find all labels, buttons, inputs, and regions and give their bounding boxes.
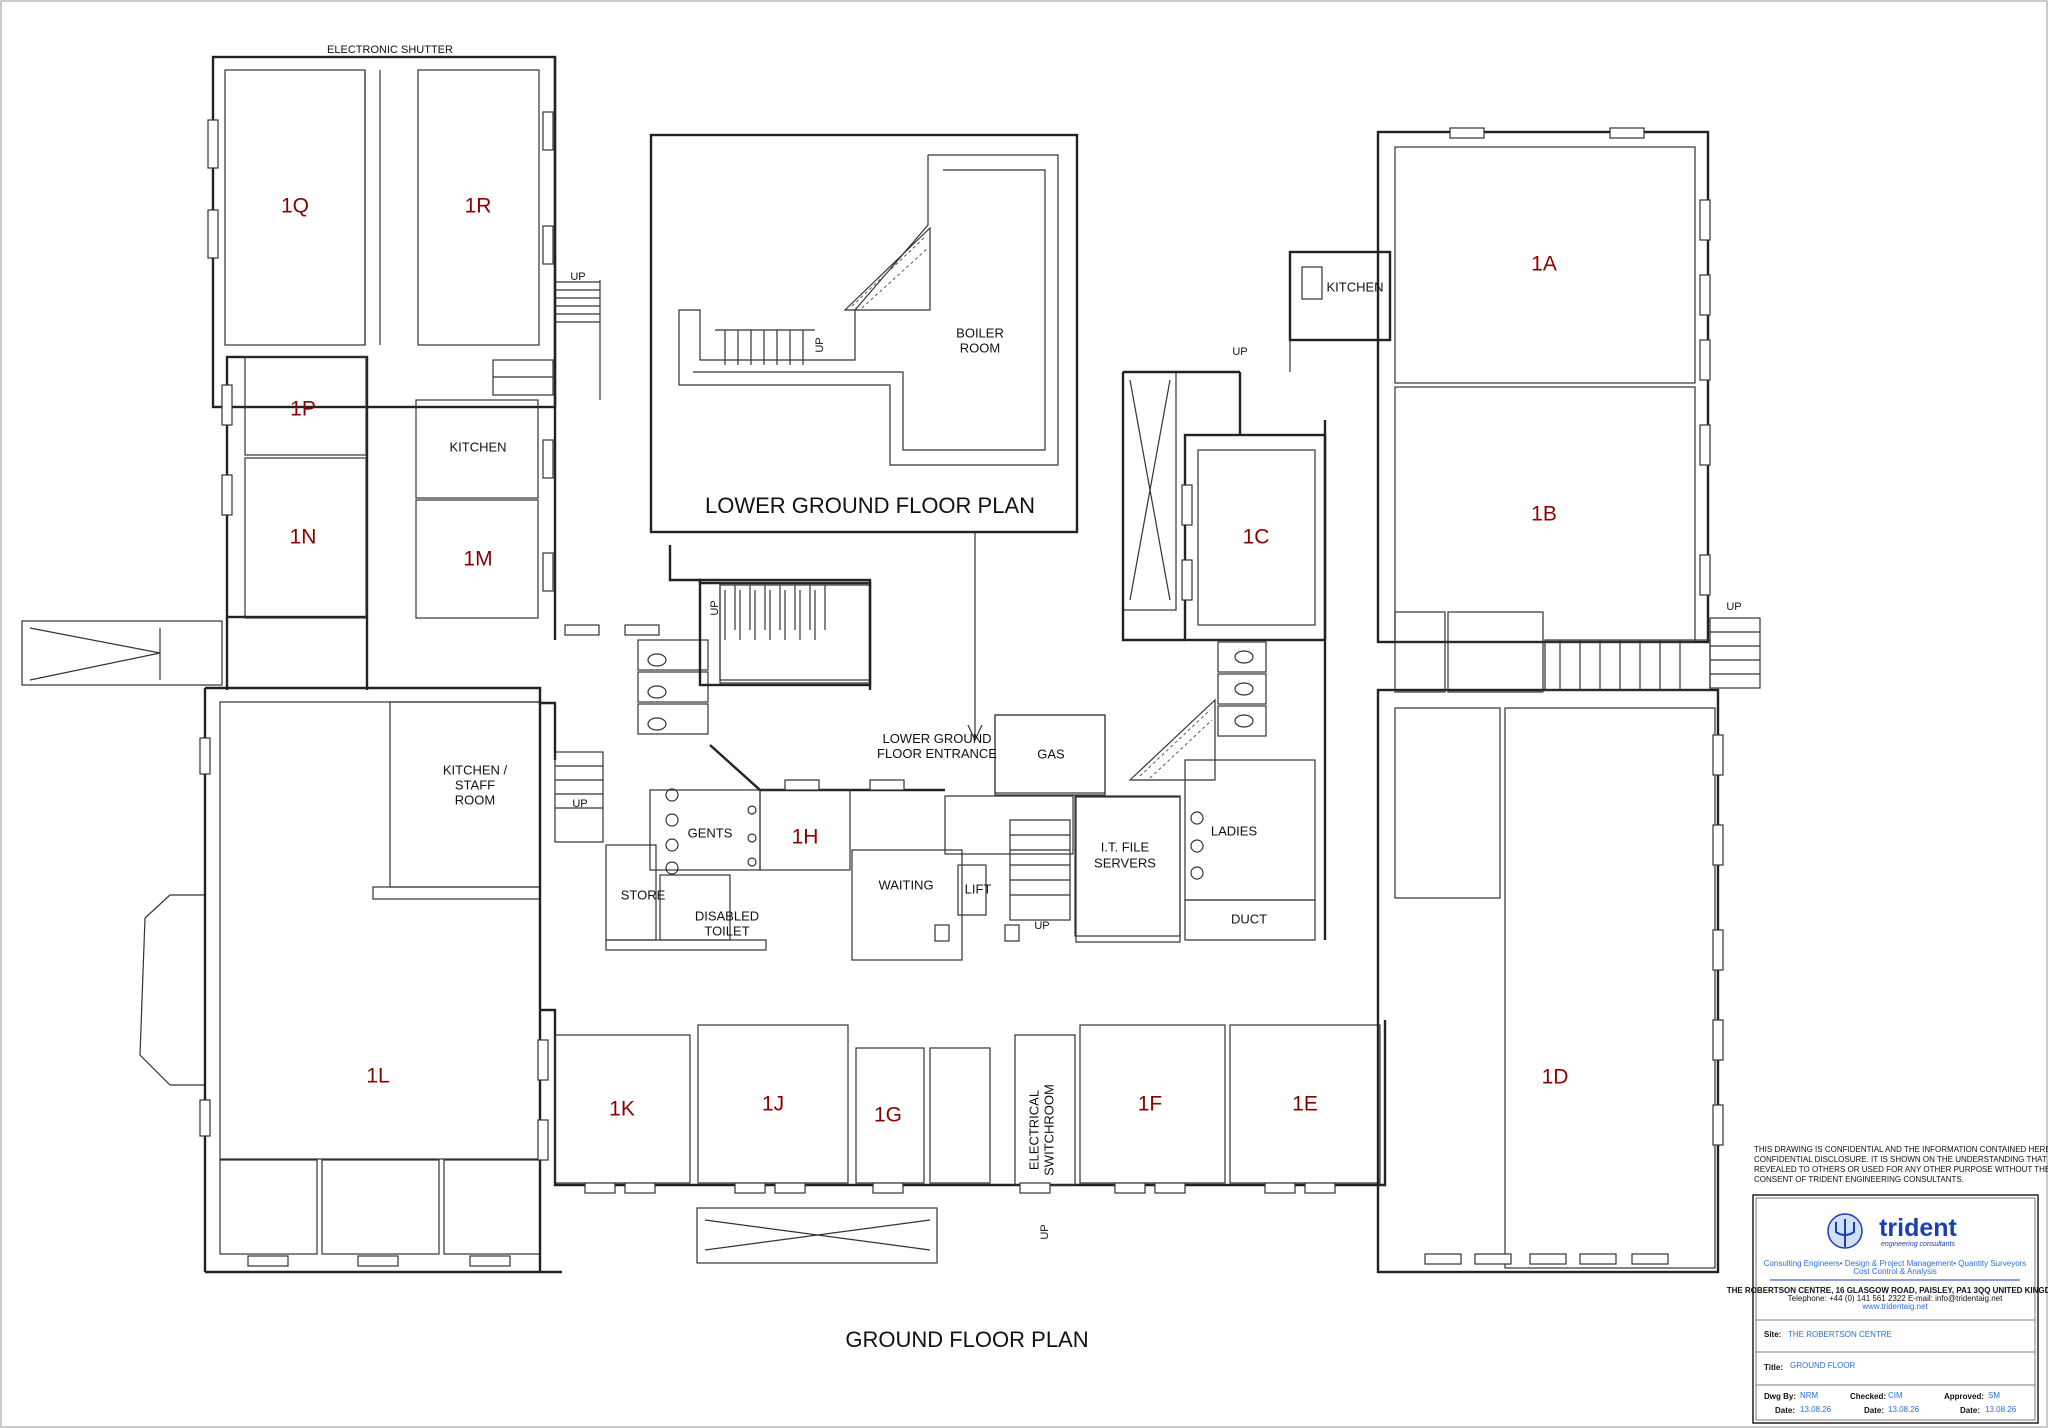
room-labels: 1Q 1R 1P 1N 1M 1A 1B 1C 1D 1E 1F 1G 1H 1… [281,195,1568,1127]
room-1h: 1H [792,826,819,849]
trident-fork-icon [1835,1219,1855,1247]
notice-line-4: CONSENT OF TRIDENT ENGINEERING CONSULTAN… [1754,1175,1964,1184]
plan-title: GROUND FLOOR PLAN [845,1327,1088,1352]
notice-line-3: REVEALED TO OTHERS OR USED FOR ANY OTHER… [1754,1165,2048,1174]
up-label-3: UP [1232,346,1247,358]
kitchen-label: KITCHEN [449,439,506,454]
room-1a: 1A [1531,253,1557,276]
up-label-7: UP [709,600,721,615]
lift-label: LIFT [965,881,992,896]
it-servers-label-1: I.T. FILE [1101,839,1150,854]
date-value-3: 13.08.26 [1985,1405,2017,1414]
services-line-2: Cost Control & Analysis [1853,1267,1937,1276]
date-value-1: 13.08.26 [1800,1405,1832,1414]
room-1m: 1M [463,548,492,571]
room-1p: 1P [290,398,316,421]
up-label-6: UP [814,337,826,352]
room-1n: 1N [290,526,317,549]
company-web: www.tridentaig.net [1861,1302,1928,1311]
inset-title: LOWER GROUND FLOOR PLAN [705,493,1035,518]
boiler-room-label-1: BOILER [956,325,1004,340]
up-label-8: UP [1039,1224,1051,1239]
company-contact: Telephone: +44 (0) 141 561 2322 E-mail: … [1788,1294,2003,1303]
room-1k: 1K [609,1098,635,1121]
approved-value: SM [1988,1391,2000,1400]
up-label-4: UP [1726,601,1741,613]
confidential-notice: THIS DRAWING IS CONFIDENTIAL AND THE INF… [1754,1145,2048,1184]
dwg-by-label: Dwg By: [1764,1392,1796,1401]
up-label-1: UP [570,271,585,283]
company-subtitle: engineering consultants [1881,1241,1955,1248]
services-line-1: Consulting Engineers• Design & Project M… [1764,1259,2027,1268]
checked-value: CIM [1888,1391,1903,1400]
room-1r: 1R [465,195,492,218]
kitchen-staff-label-1: KITCHEN / [443,762,508,777]
electrical-label-2: SWITCHROOM [1041,1084,1056,1176]
waiting-label: WAITING [878,877,933,892]
company-name: trident [1879,1214,1957,1242]
ladies-label: LADIES [1211,823,1258,838]
south-row-walls [537,1008,1387,1264]
gents-label: GENTS [688,825,733,840]
date-label-2: Date: [1864,1406,1884,1415]
inset-lower-ground-plan [649,133,1079,742]
room-1f: 1F [1138,1093,1163,1116]
site-value: THE ROBERTSON CENTRE [1788,1330,1892,1339]
space-labels: ELECTRONIC SHUTTER KITCHEN KITCHEN / STA… [327,44,1742,1352]
up-label-5: UP [1034,920,1049,932]
kitchen-right-label: KITCHEN [1326,279,1383,294]
centre-left-walls [139,624,660,1274]
duct-label: DUCT [1231,911,1267,926]
left-wing-walls [21,55,601,690]
electronic-shutter-label: ELECTRONIC SHUTTER [327,44,453,56]
title-label: Title: [1764,1363,1783,1372]
gas-label: GAS [1037,746,1065,761]
room-1d: 1D [1542,1066,1569,1089]
room-1g: 1G [874,1104,902,1127]
date-label-3: Date: [1960,1406,1980,1415]
company-address: THE ROBERTSON CENTRE, 16 GLASGOW ROAD, P… [1727,1286,2048,1295]
room-1b: 1B [1531,503,1557,526]
room-1e: 1E [1292,1093,1318,1116]
disabled-toilet-label-1: DISABLED [695,908,759,923]
disabled-toilet-label-2: TOILET [704,923,749,938]
dwg-by-value: NRM [1800,1391,1819,1400]
room-1q: 1Q [281,195,309,218]
upper-centre-stair [698,578,872,687]
site-label: Site: [1764,1330,1781,1339]
electrical-label-1: ELECTRICAL [1026,1090,1041,1170]
room-1l: 1L [366,1065,389,1088]
title-block: trident engineering consultants Consulti… [1727,1194,2048,1424]
up-label-2: UP [572,798,587,810]
it-servers-label-2: SERVERS [1094,855,1156,870]
boiler-room-label-2: ROOM [960,340,1000,355]
approved-label: Approved: [1944,1392,1984,1401]
title-value: GROUND FLOOR [1790,1361,1856,1370]
notice-line-2: CONFIDENTIAL DISCLOSURE. IT IS SHOWN ON … [1754,1155,2048,1164]
right-wing-walls [1121,127,1761,1274]
notice-line-1: THIS DRAWING IS CONFIDENTIAL AND THE INF… [1754,1145,2048,1154]
room-1j: 1J [762,1093,784,1116]
date-label-1: Date: [1775,1406,1795,1415]
store-label: STORE [621,887,666,902]
date-value-2: 13.08.26 [1888,1405,1920,1414]
kitchen-staff-label-2: STAFF [455,777,495,792]
room-1c: 1C [1243,526,1270,549]
checked-label: Checked: [1850,1392,1886,1401]
kitchen-staff-label-3: ROOM [455,792,495,807]
